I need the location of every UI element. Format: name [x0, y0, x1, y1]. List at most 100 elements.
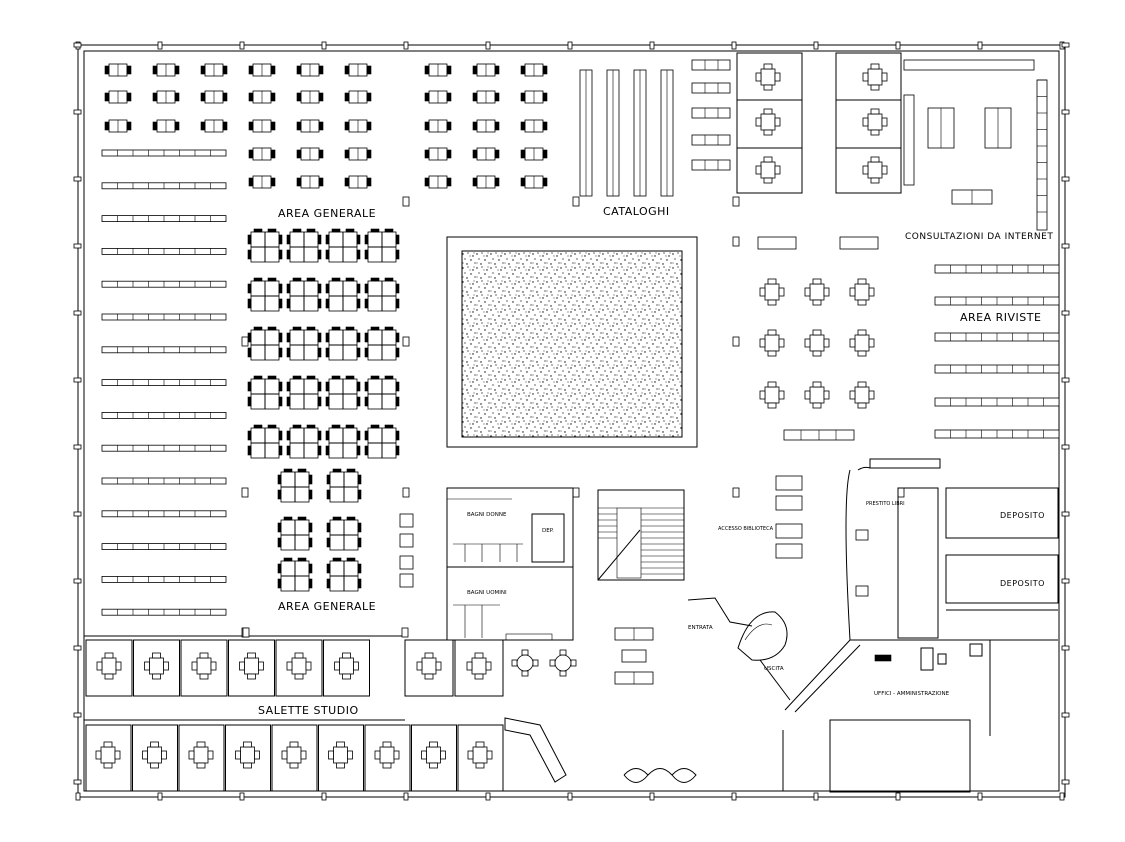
desk-block [277, 557, 313, 592]
column-markers [73, 41, 1070, 801]
table-with-chairs [144, 652, 169, 680]
table-with-chairs [862, 108, 888, 136]
seat [399, 533, 414, 548]
desk-with-chairs [424, 90, 452, 104]
magazine-shelf [934, 332, 1060, 342]
desk-block [325, 277, 361, 312]
label-area-generale-bottom: AREA GENERALE [278, 600, 376, 613]
column-marker [73, 176, 82, 182]
column-marker [649, 792, 655, 801]
study-room [132, 724, 178, 792]
table-with-chairs [421, 741, 446, 769]
column-marker [567, 41, 573, 50]
column-marker [1061, 645, 1070, 651]
table-with-chairs [416, 652, 442, 680]
column-marker [895, 792, 901, 801]
magazine-shelf [934, 429, 1060, 439]
desk-block [247, 424, 283, 459]
entrance-elements [504, 597, 791, 783]
office-block [782, 458, 1059, 793]
magazine-shelf [934, 397, 1060, 407]
column-marker [977, 792, 983, 801]
column [241, 336, 249, 347]
column-marker [1061, 712, 1070, 718]
counter [1036, 79, 1048, 231]
desk-with-chairs [472, 63, 500, 77]
desk-block [277, 516, 313, 551]
desk-with-chairs [520, 63, 548, 77]
pc-desk [691, 159, 731, 171]
desk-with-chairs [344, 175, 372, 189]
column-marker [1061, 42, 1070, 48]
column-marker [1061, 243, 1070, 249]
column-marker [157, 792, 163, 801]
table-with-chairs [96, 652, 122, 680]
staircase [597, 489, 685, 581]
column [241, 487, 249, 498]
study-room [228, 639, 275, 697]
column-marker [73, 109, 82, 115]
label-bagni-donne: BAGNI DONNE [467, 512, 507, 518]
table-with-chairs [849, 278, 875, 306]
desk-with-chairs [472, 175, 500, 189]
table-with-chairs [759, 381, 785, 409]
pc-desk [691, 82, 731, 94]
column-marker [1061, 176, 1070, 182]
column-marker [977, 41, 983, 50]
desk-with-chairs [200, 90, 228, 104]
catalog-shelves [579, 69, 674, 197]
desk-block [325, 375, 361, 410]
column-marker [485, 792, 491, 801]
desk-with-chairs [520, 147, 548, 161]
column-marker [321, 41, 327, 50]
counter [903, 59, 1035, 71]
column-marker [1061, 377, 1070, 383]
table-with-chairs [755, 108, 781, 136]
seat [399, 555, 414, 570]
desk-block [364, 375, 400, 410]
desk-block [326, 516, 362, 551]
seat-block [775, 475, 803, 491]
bookshelves-left [101, 149, 227, 616]
table-with-chairs [759, 329, 785, 357]
desk-with-chairs [520, 175, 548, 189]
bookshelf [101, 149, 227, 157]
table-with-chairs [759, 278, 785, 306]
desk-with-chairs [152, 119, 180, 133]
column-marker [895, 41, 901, 50]
table-with-chairs [239, 652, 264, 680]
desk-with-chairs [296, 147, 324, 161]
side-counter [903, 94, 915, 186]
column [732, 236, 740, 247]
label-uffici: UFFICI - AMMINISTRAZIONE [874, 691, 950, 697]
desk-block [325, 228, 361, 263]
desk-block [286, 277, 322, 312]
bookshelf [101, 477, 227, 485]
column-marker [403, 41, 409, 50]
column-marker [73, 712, 82, 718]
column-marker [567, 792, 573, 801]
chair [855, 585, 869, 597]
desk-block [325, 326, 361, 361]
study-room [180, 639, 228, 697]
bookshelf [101, 444, 227, 452]
table-with-chairs [467, 741, 493, 769]
column-marker [1059, 792, 1065, 801]
label-consultazioni: CONSULTAZIONI DA INTERNET [905, 232, 1053, 242]
desk-with-chairs [424, 119, 452, 133]
desk-with-chairs [520, 90, 548, 104]
desk-with-chairs [344, 90, 372, 104]
desk-with-chairs [520, 119, 548, 133]
column-marker [1061, 310, 1070, 316]
column [732, 336, 740, 347]
seat [399, 573, 414, 588]
desk-with-chairs [472, 90, 500, 104]
desk-block [286, 228, 322, 263]
desk-with-chairs [344, 63, 372, 77]
study-room [275, 639, 323, 697]
column-marker [73, 243, 82, 249]
desk-with-chairs [296, 119, 324, 133]
internet-stations [903, 59, 1048, 231]
